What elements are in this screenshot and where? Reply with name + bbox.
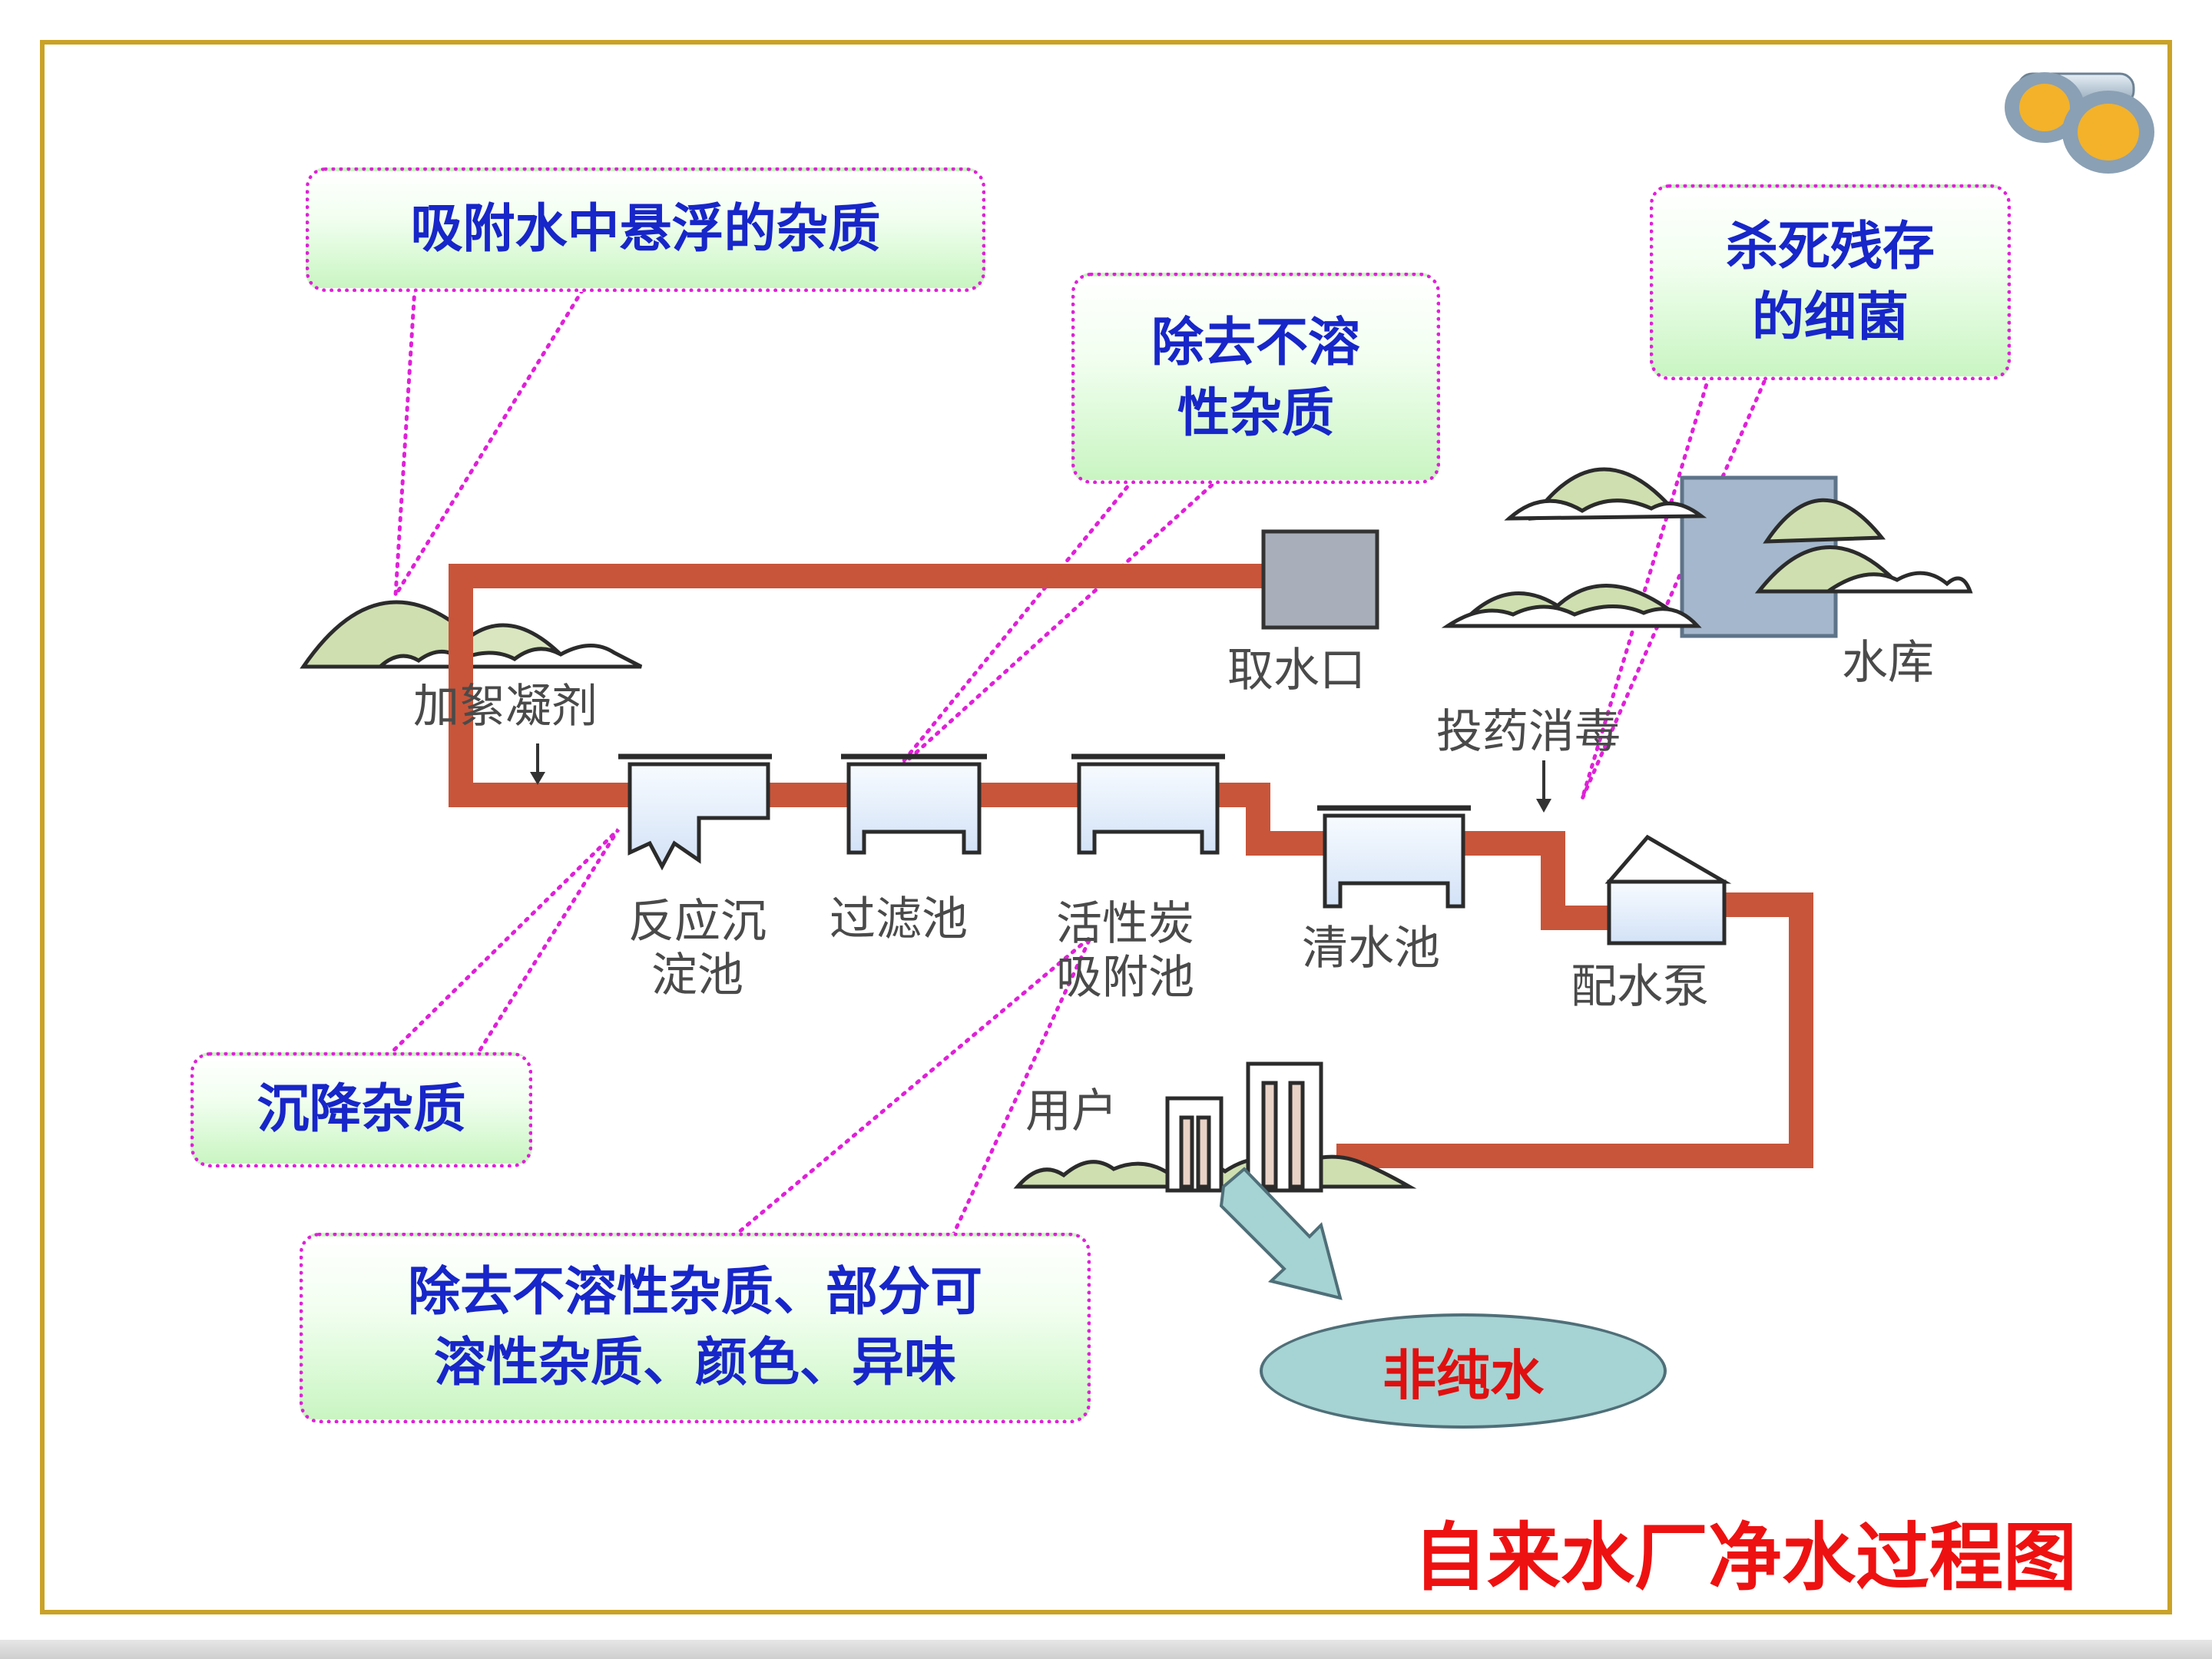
callout-filter-text: 除去不溶 性杂质 xyxy=(1151,312,1360,444)
leader-settle xyxy=(386,828,621,1058)
callout-carbon: 除去不溶性杂质、部分可 溶性杂质、颜色、异味 xyxy=(300,1233,1091,1423)
label-filtration: 过滤池 xyxy=(830,892,968,946)
pipeline xyxy=(449,564,1813,1168)
label-users: 用户 xyxy=(1025,1084,1118,1138)
dosing-arrows xyxy=(530,743,1551,813)
pump-house xyxy=(1604,834,1732,945)
callout-kill-text: 杀死残存 的细菌 xyxy=(1725,216,1935,348)
tank-carbon xyxy=(1071,753,1225,855)
pipe-intake-to-basin xyxy=(449,564,1271,807)
label-clear-pool: 清水池 xyxy=(1302,922,1440,975)
tank-clear-water xyxy=(1317,805,1471,909)
label-sedimentation: 反应沉 淀池 xyxy=(628,895,767,1002)
label-disinfect: 投药消毒 xyxy=(1436,705,1621,759)
callout-settle: 沉降杂质 xyxy=(190,1052,532,1167)
pipe-carbon-to-clear xyxy=(1214,783,1329,856)
bottom-bar xyxy=(0,1640,2212,1659)
callout-settle-text: 沉降杂质 xyxy=(257,1079,466,1140)
binoculars-icon xyxy=(2005,72,2154,174)
intake-box xyxy=(1261,529,1379,630)
reservoir-scene xyxy=(1441,467,1973,638)
pipe-clear-to-pump xyxy=(1459,831,1613,930)
outcome-text: 非纯水 xyxy=(1382,1343,1544,1407)
label-pump: 配水泵 xyxy=(1571,960,1709,1014)
diagram-title: 自来水厂净水过程图 xyxy=(1413,1515,2077,1601)
callout-adsorb: 吸附水中悬浮的杂质 xyxy=(306,167,985,292)
leader-filter xyxy=(893,478,1220,773)
leader-adsorb xyxy=(393,286,586,597)
tank-filter xyxy=(841,753,987,855)
callout-filter: 除去不溶 性杂质 xyxy=(1071,273,1440,484)
label-coagulant: 加絮凝剂 xyxy=(413,680,598,733)
label-reservoir: 水库 xyxy=(1842,636,1934,690)
user-buildings xyxy=(1013,1061,1417,1193)
outcome-arrow xyxy=(1219,1167,1343,1300)
callout-kill: 杀死残存 的细菌 xyxy=(1650,184,2011,380)
label-intake: 取水口 xyxy=(1227,644,1366,697)
outcome-oval: 非纯水 xyxy=(1260,1313,1667,1429)
callout-adsorb-text: 吸附水中悬浮的杂质 xyxy=(410,199,881,260)
label-carbon: 活性炭 吸附池 xyxy=(1056,897,1194,1005)
callout-carbon-text: 除去不溶性杂质、部分可 溶性杂质、颜色、异味 xyxy=(407,1262,982,1393)
tank-sedimentation xyxy=(618,753,772,871)
leader-carbon xyxy=(731,935,1093,1239)
pipe-pump-to-users xyxy=(1336,892,1813,1168)
